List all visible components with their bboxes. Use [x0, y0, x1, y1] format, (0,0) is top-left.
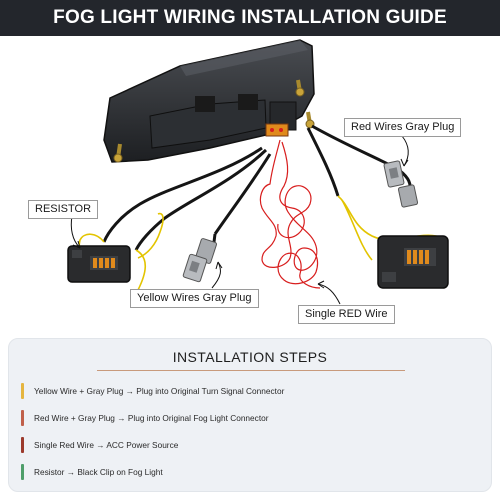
- installation-steps-panel: INSTALLATION STEPS Yellow Wire + Gray Pl…: [8, 338, 492, 492]
- steps-title: INSTALLATION STEPS: [172, 349, 328, 365]
- fog-light-housing: [103, 39, 315, 163]
- step-color-bar: [21, 464, 24, 480]
- step-item: Yellow Wire + Gray Plug → Plug into Orig…: [21, 383, 481, 399]
- housing-connector: [265, 123, 289, 137]
- right-clip: [377, 235, 449, 289]
- single-red-wire: [259, 139, 321, 289]
- resistor-clip: [67, 245, 131, 283]
- title-banner: FOG LIGHT WIRING INSTALLATION GUIDE: [0, 0, 500, 36]
- step-text: Yellow Wire + Gray Plug → Plug into Orig…: [34, 386, 285, 396]
- steps-title-underline: [97, 370, 405, 371]
- leader-resistor: [70, 215, 81, 249]
- mounting-stud-left: [113, 143, 123, 163]
- leader-yellow-wires-gray-plug: [211, 261, 221, 289]
- step-text: Red Wire + Gray Plug → Plug into Origina…: [34, 413, 269, 423]
- mounting-stud-top: [295, 79, 305, 97]
- callout-single-red-wire: Single RED Wire: [298, 305, 395, 324]
- callout-resistor: RESISTOR: [28, 200, 99, 219]
- step-text: Single Red Wire → ACC Power Source: [34, 440, 179, 450]
- page-title: FOG LIGHT WIRING INSTALLATION GUIDE: [53, 7, 447, 28]
- wiring-illustration: [67, 39, 449, 305]
- step-item: Single Red Wire → ACC Power Source: [21, 437, 481, 453]
- black-wire-to-right-clip: [306, 127, 340, 197]
- wiring-diagram: Red Wires Gray Plug RESISTOR Yellow Wire…: [0, 36, 500, 336]
- callout-red-wires-gray-plug: Red Wires Gray Plug: [344, 118, 462, 137]
- black-wire-to-resistor: [102, 146, 263, 243]
- callout-yellow-wires-gray-plug: Yellow Wires Gray Plug: [130, 289, 259, 308]
- gray-plug-red-wires: [383, 160, 419, 208]
- step-item: Resistor → Black Clip on Fog Light: [21, 464, 481, 480]
- step-color-bar: [21, 437, 24, 453]
- leader-single-red-wire: [317, 283, 341, 305]
- step-color-bar: [21, 383, 24, 399]
- step-text: Resistor → Black Clip on Fog Light: [34, 467, 163, 477]
- gray-plug-yellow-wires: [182, 233, 217, 283]
- step-item: Red Wire + Gray Plug → Plug into Origina…: [21, 410, 481, 426]
- step-color-bar: [21, 410, 24, 426]
- black-wire-to-yellow-plug: [213, 153, 272, 235]
